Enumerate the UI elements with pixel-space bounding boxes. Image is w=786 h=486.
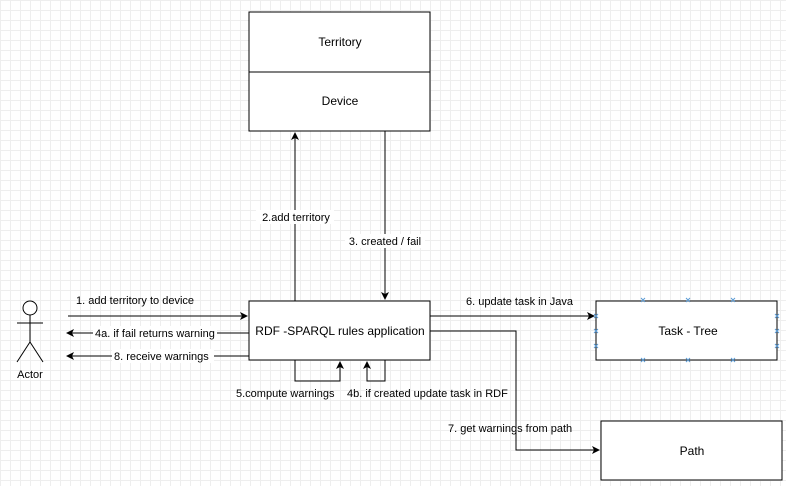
label-created-update-task: 4b. if created update task in RDF [347, 388, 508, 400]
device-box[interactable] [248, 71, 431, 132]
territory-box[interactable] [248, 11, 431, 73]
selection-handle[interactable] [730, 297, 736, 303]
path-label: Path [680, 444, 705, 458]
selection-handle[interactable] [774, 313, 780, 319]
label-bg [93, 326, 217, 340]
rdf-app-label: RDF -SPARQL rules application [255, 324, 424, 338]
label-created-fail: 3. created / fail [349, 236, 421, 248]
selection-handle[interactable] [685, 357, 691, 363]
label-bg [256, 210, 334, 224]
actor-label: Actor [17, 369, 43, 381]
selection-handle[interactable] [640, 297, 646, 303]
selection-handle[interactable] [640, 357, 646, 363]
selection-handle[interactable] [685, 297, 691, 303]
territory-label: Territory [318, 35, 361, 49]
edge-created-update-task[interactable] [363, 360, 386, 382]
selection-handle[interactable] [774, 343, 780, 349]
label-receive-warnings: 8. receive warnings [114, 351, 209, 363]
edge-get-warnings-path[interactable] [430, 330, 600, 454]
label-add-territory: 2.add territory [262, 212, 330, 224]
edge-compute-warnings[interactable] [294, 360, 344, 382]
rdf-app-box[interactable] [248, 300, 431, 361]
label-fail-returns-warning: 4a. if fail returns warning [95, 328, 215, 340]
selection-handle[interactable] [593, 343, 599, 349]
label-bg [112, 349, 214, 363]
label-update-task-java: 6. update task in Java [466, 296, 574, 308]
selection-handle[interactable] [774, 328, 780, 334]
task-tree-box[interactable] [595, 300, 778, 361]
task-tree-node[interactable]: Task - Tree [593, 297, 780, 363]
actor-left-leg [16, 341, 31, 363]
path-box[interactable] [600, 420, 783, 481]
label-bg [345, 234, 425, 248]
actor-figure[interactable] [16, 300, 44, 363]
territory-device-container[interactable]: Territory Device [248, 11, 431, 132]
selection-handles[interactable] [593, 297, 780, 363]
task-tree-label: Task - Tree [658, 324, 718, 338]
label-compute-warnings: 5.compute warnings [236, 388, 335, 400]
selection-handle[interactable] [593, 328, 599, 334]
label-add-territory-to-device: 1. add territory to device [76, 295, 194, 307]
actor-right-leg [29, 341, 44, 363]
selection-handle[interactable] [730, 357, 736, 363]
actor-head [22, 300, 38, 316]
device-label: Device [322, 94, 359, 108]
label-get-warnings-path: 7. get warnings from path [448, 423, 572, 435]
